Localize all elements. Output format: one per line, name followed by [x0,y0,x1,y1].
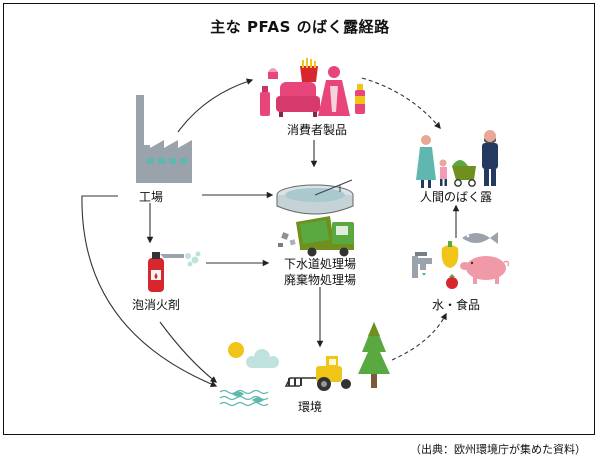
node-label-human-exposure: 人間のばく露 [419,190,492,204]
treatment-tank-icon [276,179,354,215]
environment-icon [219,322,390,407]
fire-extinguisher-icon [148,251,201,292]
node-label-treatment-line2: 廃棄物処理場 [284,273,357,287]
arrow-factory-to-products [177,78,254,133]
node-label-water-food: 水・食品 [431,298,480,312]
consumer-products-icon [260,58,365,117]
arrow-products-to-human [361,77,441,130]
water-food-icon [412,232,510,289]
node-label-treatment-line1: 下水道処理場 [284,257,357,271]
diagram-title: 主な PFAS のばく露経路 [210,18,390,36]
node-label-environment: 環境 [297,400,322,414]
human-exposure-icon [416,130,498,188]
arrow-environment-to-water [391,312,447,361]
arrow-factory-to-environment [81,195,218,388]
arrow-foam-to-environment [159,321,218,383]
garbage-truck-icon [278,216,354,257]
node-label-factory: 工場 [138,190,163,204]
diagram-frame [3,3,595,435]
source-note: （出典：欧州環境庁が集めた資料） [410,443,586,456]
node-label-consumer-products: 消費者製品 [286,123,347,137]
node-label-treatment: 下水道処理場 廃棄物処理場 [284,256,356,288]
node-label-foam: 泡消火剤 [131,298,180,312]
connector-arrows [81,77,460,388]
factory-icon [136,95,192,183]
